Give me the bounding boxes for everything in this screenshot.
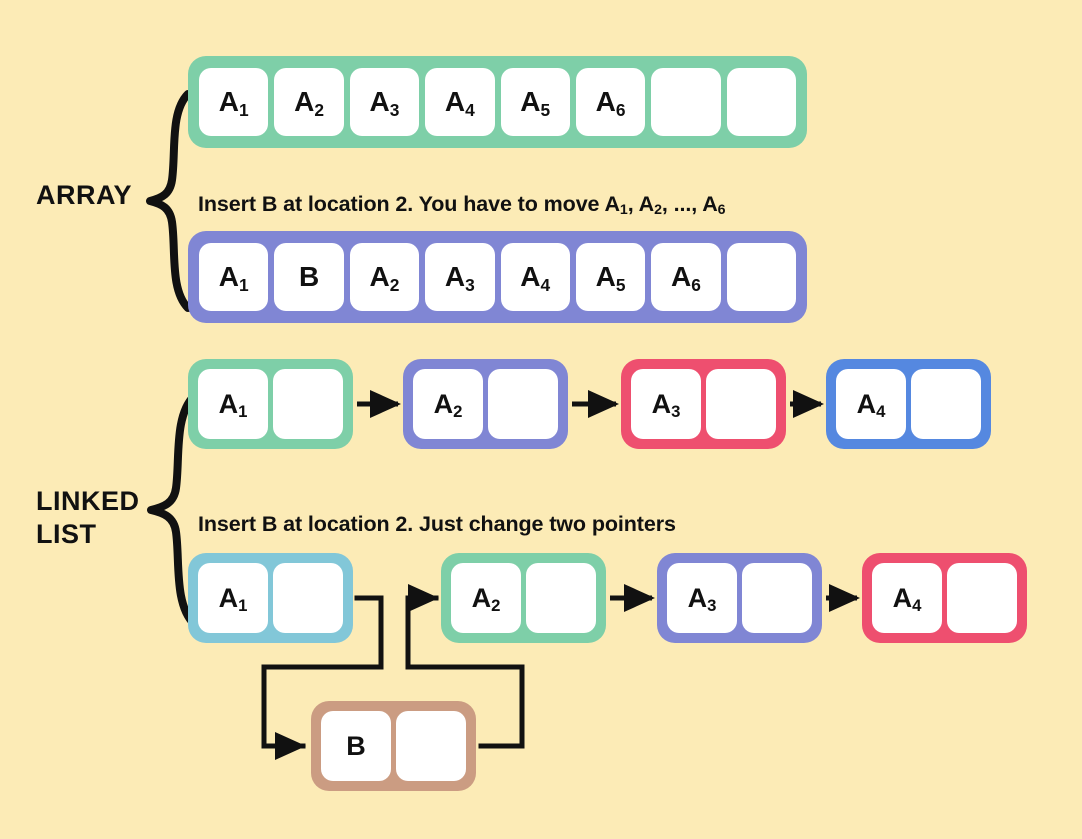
cell-text: B [346, 730, 366, 761]
cell-text: A4 [892, 582, 922, 615]
cell-text: A1 [218, 261, 249, 295]
section-label-array: ARRAY [36, 180, 133, 210]
cell-text: A3 [651, 388, 681, 421]
caption-linked-insert: Insert B at location 2. Just change two … [198, 512, 676, 536]
cell-text: A3 [369, 86, 400, 120]
array-cell: A2 [349, 243, 420, 311]
array-cell-empty [651, 68, 721, 136]
node-value-cell: A4 [872, 563, 942, 633]
cell-text: A1 [218, 86, 249, 120]
cell-text: A6 [670, 261, 701, 295]
node-a3: A3 [621, 359, 786, 449]
node-pointer-cell [911, 369, 981, 439]
section-label-linked-list: LINKED LIST [36, 486, 140, 549]
node-a3-after: A3 [657, 553, 822, 643]
node-pointer-cell [947, 563, 1017, 633]
array-cell: A6 [575, 68, 646, 136]
node-value-cell: A3 [631, 369, 701, 439]
array-cell: A1 [199, 68, 269, 136]
cell-text: A2 [433, 388, 463, 421]
node-a1: A1 [188, 359, 353, 449]
cell-text: B [298, 261, 320, 292]
node-pointer-cell [396, 711, 466, 781]
cell-text: A1 [218, 388, 248, 421]
array-cell: A5 [575, 243, 646, 311]
node-a2: A2 [403, 359, 568, 449]
cell-text: A1 [218, 582, 248, 615]
array-cell: A4 [425, 68, 495, 136]
node-a2-after: A2 [441, 553, 606, 643]
node-pointer-cell [488, 369, 558, 439]
cell-text: A5 [595, 261, 626, 295]
node-value-cell: A1 [198, 369, 268, 439]
caption-array-insert: Insert B at location 2. You have to move… [198, 192, 726, 219]
node-value-cell: A3 [667, 563, 737, 633]
cell-text: A3 [687, 582, 717, 615]
node-value-cell: A2 [451, 563, 521, 633]
node-value-cell: B [321, 711, 391, 781]
node-b-inserted: B [311, 701, 476, 791]
cell-text: A3 [444, 261, 475, 295]
cell-text: A4 [520, 261, 551, 295]
array-cell: A6 [651, 243, 721, 311]
node-pointer-cell [273, 369, 343, 439]
node-value-cell: A1 [198, 563, 268, 633]
array-cell-empty [726, 68, 796, 136]
cell-text: A2 [369, 261, 400, 295]
node-a4-after: A4 [862, 553, 1027, 643]
cell-text: A2 [471, 582, 501, 615]
cell-text: A2 [294, 86, 324, 120]
cell-text: A4 [856, 388, 886, 421]
cell-text: A6 [595, 86, 626, 120]
node-pointer-cell [526, 563, 596, 633]
node-pointer-cell [273, 563, 343, 633]
array-after-insert: A1 B A2 A3 A4 A5 A6 [188, 231, 807, 323]
cell-text: A4 [444, 86, 475, 120]
array-cell: A3 [349, 68, 420, 136]
node-pointer-cell [706, 369, 776, 439]
array-initial: A1 A2 A3 A4 A5 A6 [188, 56, 807, 148]
array-cell: B [274, 243, 344, 311]
caption-text: Insert B at location 2. You have to move… [198, 192, 726, 219]
array-cell: A5 [500, 68, 570, 136]
node-pointer-cell [742, 563, 812, 633]
brace-linked-list [147, 392, 198, 628]
array-cell: A3 [425, 243, 495, 311]
brace-array [146, 90, 192, 312]
node-value-cell: A2 [413, 369, 483, 439]
array-cell: A2 [274, 68, 344, 136]
array-cell: A1 [199, 243, 269, 311]
node-a4: A4 [826, 359, 991, 449]
node-a1-after: A1 [188, 553, 353, 643]
node-value-cell: A4 [836, 369, 906, 439]
array-cell: A4 [500, 243, 570, 311]
cell-text: A5 [520, 86, 551, 120]
array-cell-empty [726, 243, 796, 311]
